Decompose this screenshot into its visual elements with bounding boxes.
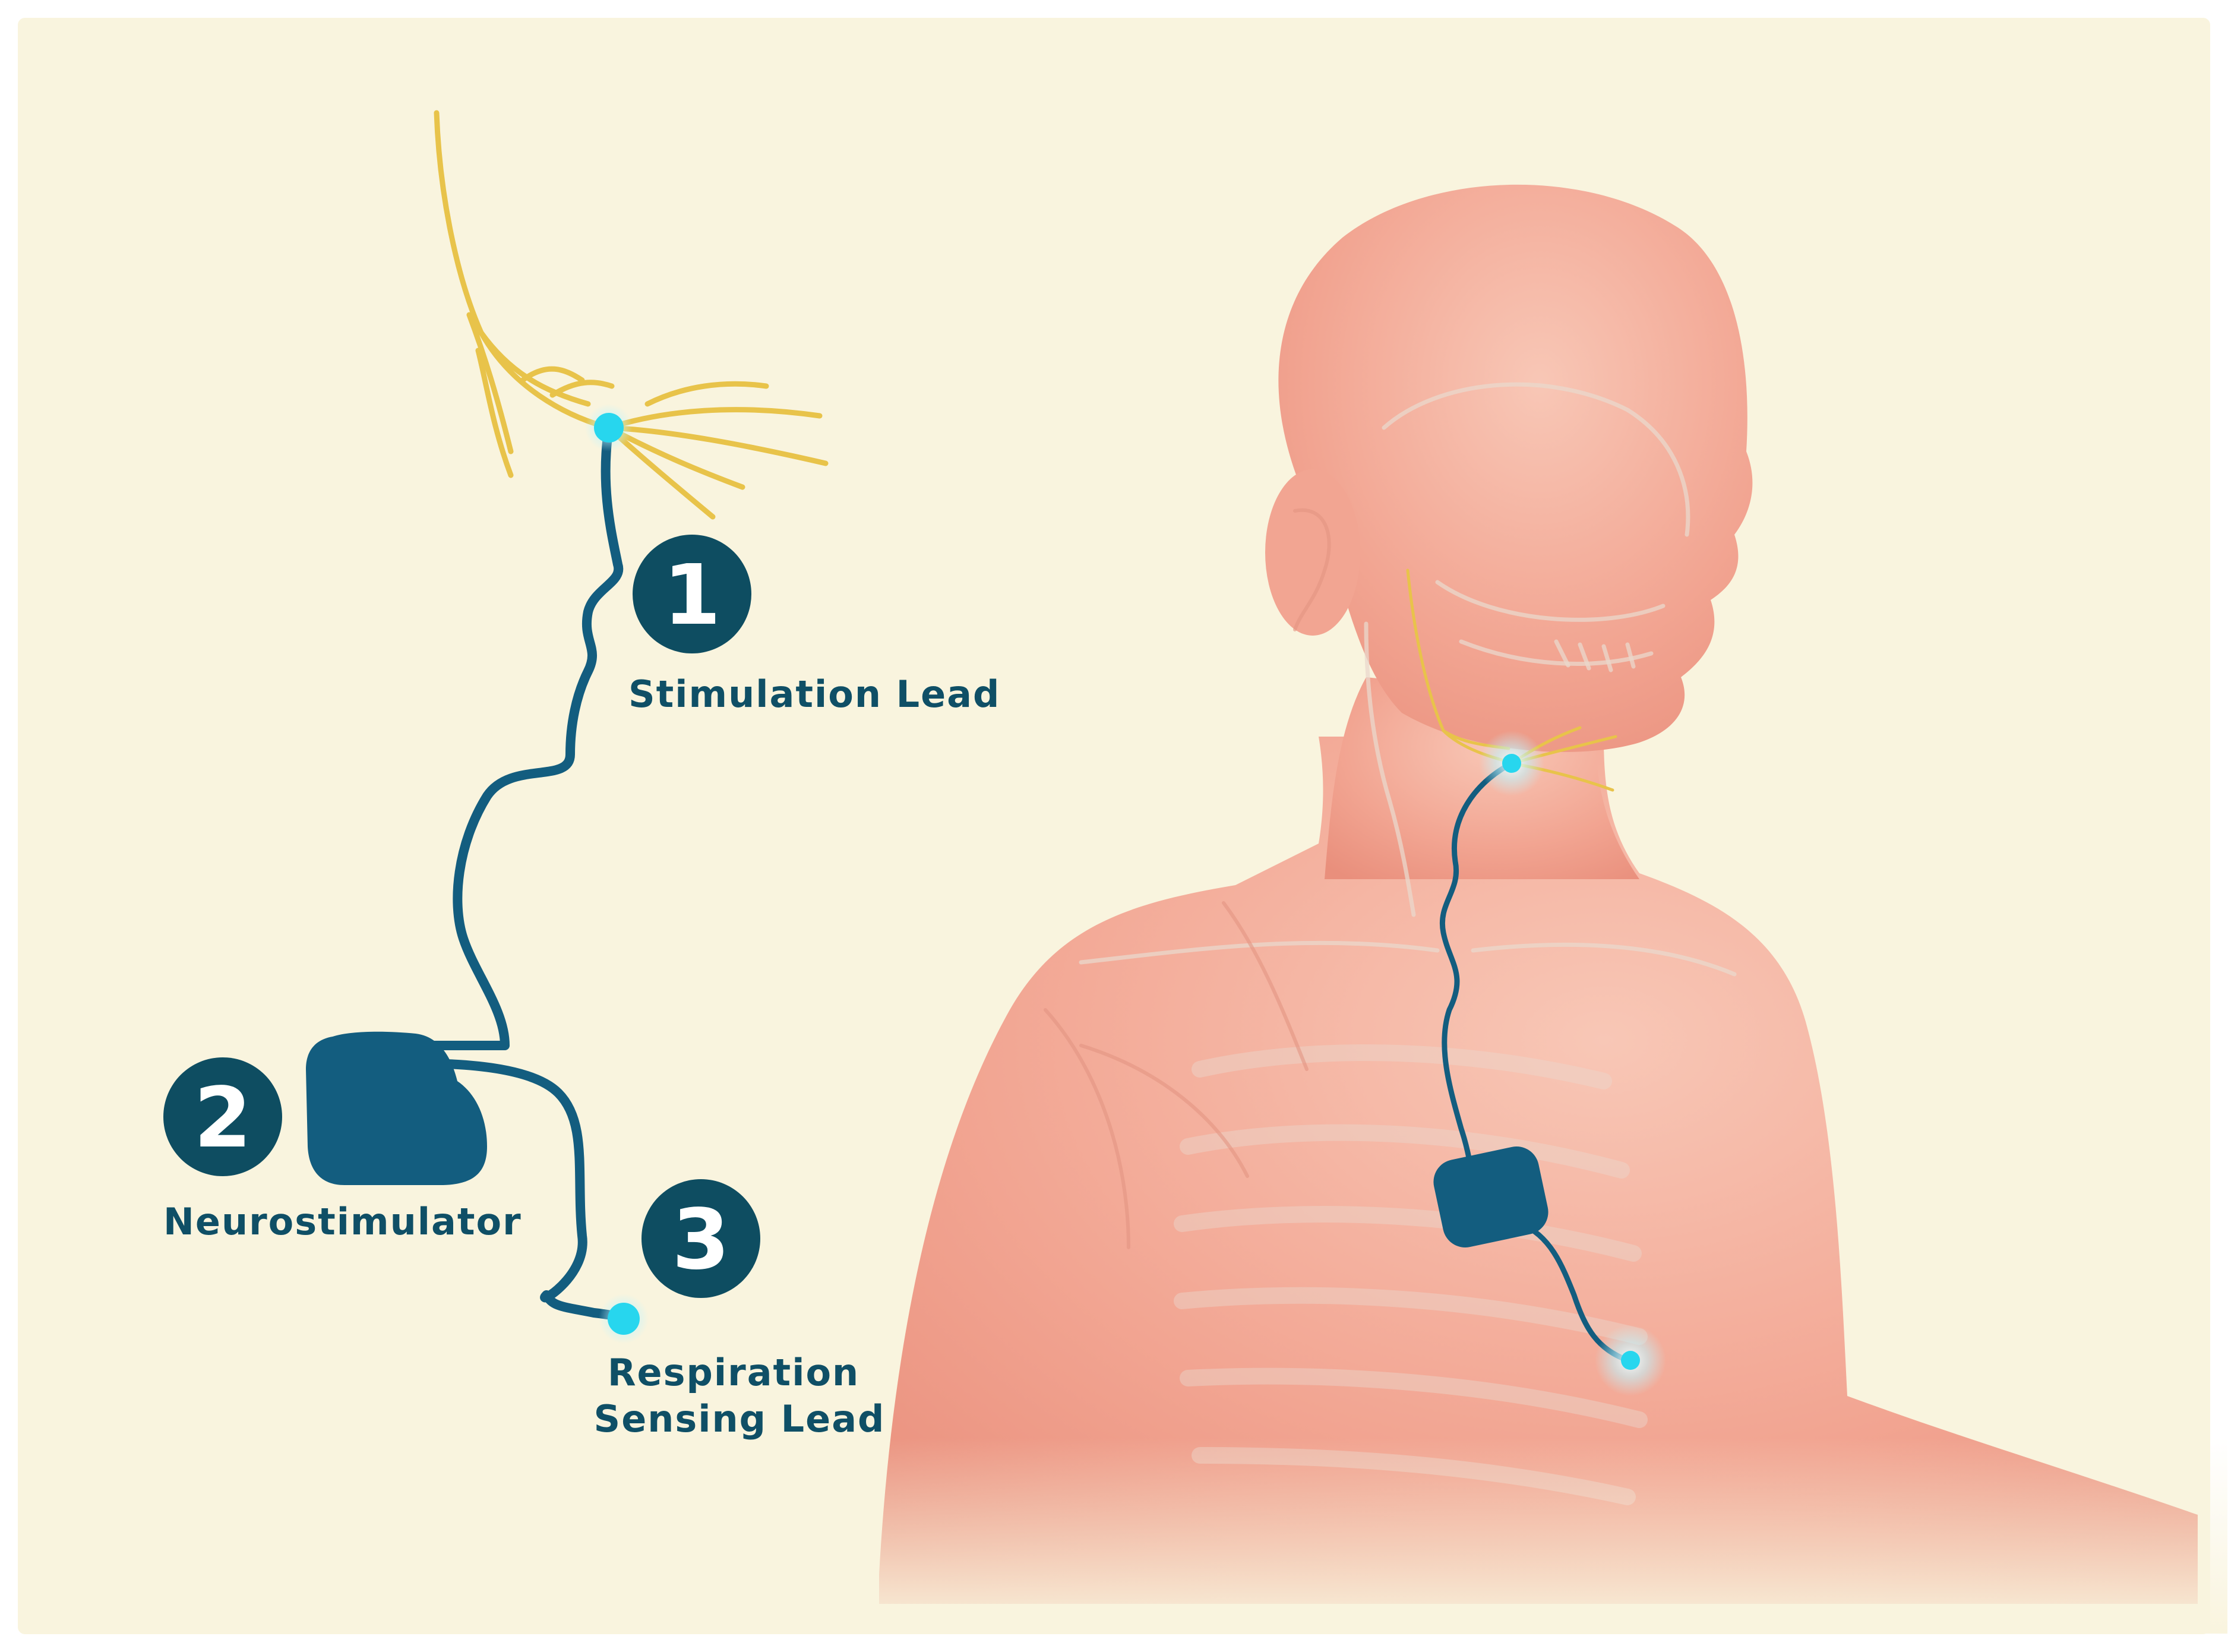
figure-stimulation-lead <box>1440 760 1515 1215</box>
sensing-lead-callout: 3 Respiration Sensing Lead <box>594 1179 886 1441</box>
stimulation-lead <box>411 423 624 1050</box>
callout-number-2: 2 <box>194 1070 251 1167</box>
ear-shape <box>1265 469 1360 636</box>
callout-label-3a: Respiration <box>608 1351 859 1394</box>
respiration-sensing-lead <box>411 1059 628 1322</box>
callout-number-1: 1 <box>663 547 720 644</box>
ear-inner <box>1293 508 1331 631</box>
nerve-branches <box>434 110 829 520</box>
sensing-electrode <box>608 1303 640 1335</box>
figure-neurostimulator <box>1433 1146 1548 1248</box>
bottom-fade <box>861 1438 2227 1634</box>
callout-label-2: Neurostimulator <box>163 1200 522 1243</box>
callout-label-1: Stimulation Lead <box>628 672 1000 716</box>
neurostimulator-callout: 2 Neurostimulator <box>163 1057 522 1243</box>
neurostimulator-device <box>306 1031 487 1185</box>
callout-badge-2 <box>163 1057 282 1176</box>
skull-outline <box>1382 382 1690 666</box>
callout-badge-3 <box>641 1179 760 1298</box>
callout-number-3: 3 <box>672 1192 729 1288</box>
callout-badge-1 <box>633 535 751 653</box>
head-shape <box>1278 184 1753 752</box>
cervical-spine <box>1364 621 1416 917</box>
teeth-hint <box>1554 639 1636 672</box>
stimulation-electrode <box>594 413 624 443</box>
callout-label-3b: Sensing Lead <box>594 1397 886 1441</box>
human-figure <box>861 184 2227 1634</box>
figure-electrode-top <box>1502 754 1521 773</box>
shoulder-veins <box>1044 901 1309 1249</box>
figure-electrode-bottom <box>1621 1351 1640 1370</box>
stimulation-lead-callout: 1 Stimulation Lead <box>628 535 1000 716</box>
